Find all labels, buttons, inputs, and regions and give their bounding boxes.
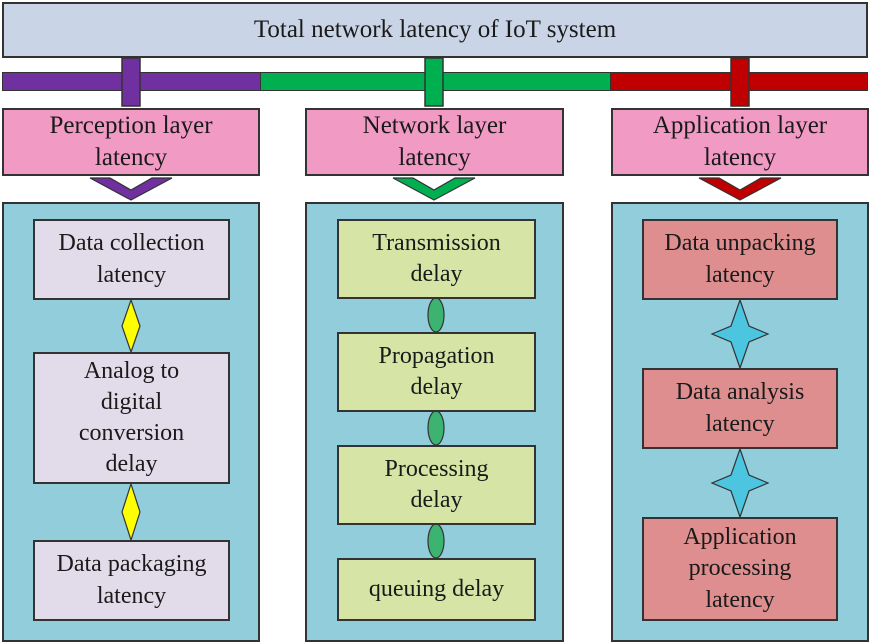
- item-text: Data collection: [58, 230, 205, 257]
- item-text: Analog to: [83, 357, 180, 384]
- star-connector: [710, 447, 770, 519]
- diamond-connector: [121, 482, 141, 542]
- cross-connector-perception: [121, 57, 141, 107]
- item-text: delay: [410, 374, 463, 400]
- item-text: Processing: [384, 455, 489, 482]
- item-text: delay: [105, 451, 158, 478]
- layer-label-perception-line2: latency: [94, 144, 168, 171]
- diagram-title: Total network latency of IoT system: [2, 2, 868, 58]
- item-propagation-delay: Propagation delay: [337, 332, 536, 412]
- item-text: delay: [410, 487, 463, 513]
- item-transmission-delay: Transmission delay: [337, 219, 536, 299]
- item-text: Data unpacking: [664, 230, 816, 257]
- star-connector: [710, 298, 770, 370]
- item-data-unpacking-latency: Data unpacking latency: [642, 219, 838, 300]
- item-text: processing: [688, 555, 792, 582]
- layer-label-perception-line1: Perception layer: [49, 111, 213, 139]
- chevron-network: [392, 177, 476, 201]
- item-processing-delay: Processing delay: [337, 445, 536, 525]
- item-text: Transmission: [372, 229, 501, 256]
- ellipse-connector: [427, 523, 445, 559]
- layer-label-application-line2: latency: [703, 144, 777, 171]
- item-text: Application: [683, 524, 797, 551]
- chevron-application: [698, 177, 782, 201]
- item-text: digital: [100, 388, 163, 415]
- layer-box-network: Network layer latency: [305, 108, 564, 176]
- item-data-collection-latency: Data collection latency: [33, 219, 230, 300]
- item-text: Data packaging: [56, 551, 207, 578]
- ellipse-connector: [427, 410, 445, 446]
- item-text: latency: [705, 586, 775, 613]
- layer-label-network-line2: latency: [398, 144, 471, 171]
- item-text: Propagation: [378, 342, 495, 369]
- item-text: latency: [705, 261, 775, 288]
- item-data-packaging-latency: Data packaging latency: [33, 540, 230, 621]
- cross-connector-application: [730, 57, 750, 107]
- diamond-connector: [121, 298, 141, 354]
- item-text: latency: [96, 261, 167, 288]
- layer-box-application: Application layer latency: [611, 108, 869, 176]
- item-text: latency: [96, 582, 167, 609]
- item-text: delay: [410, 261, 463, 287]
- layer-box-perception: Perception layer latency: [2, 108, 260, 176]
- cross-connector-network: [424, 57, 444, 107]
- item-application-processing-latency: Application processing latency: [642, 517, 838, 621]
- layer-label-network-line1: Network layer: [362, 111, 507, 139]
- item-queuing-delay: queuing delay: [337, 558, 536, 621]
- chevron-perception: [89, 177, 173, 201]
- item-text: latency: [705, 410, 775, 437]
- layer-label-application-line1: Application layer: [652, 111, 828, 139]
- ellipse-connector: [427, 297, 445, 333]
- item-text: Data analysis: [675, 379, 805, 406]
- item-text: queuing delay: [368, 575, 505, 602]
- item-text: conversion: [78, 420, 185, 446]
- item-analog-to-digital-conversion-delay: Analog to digital conversion delay: [33, 352, 230, 484]
- item-data-analysis-latency: Data analysis latency: [642, 368, 838, 449]
